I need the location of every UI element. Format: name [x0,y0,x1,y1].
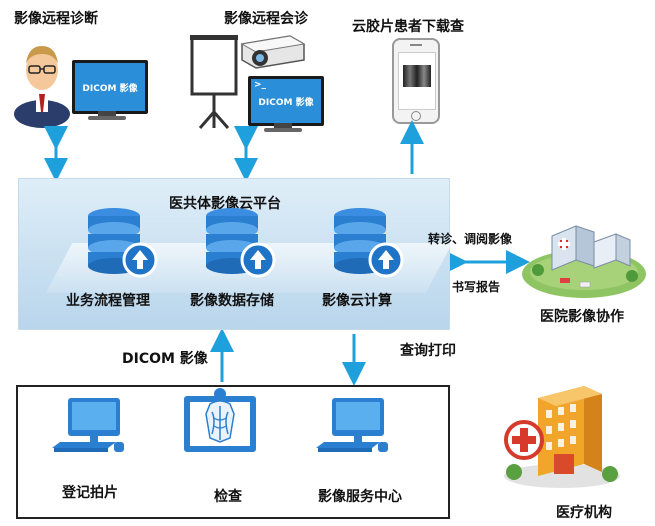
xray-scanner-icon [184,388,256,452]
monitor-1-text: DICOM 影像 [82,84,138,94]
monitor-1-stand [98,111,116,117]
monitor-2-stand [274,123,292,129]
cloud-film-title: 云胶片患者下载查 [352,19,464,35]
database-icon-2 [206,208,276,278]
projector-icon [240,35,306,69]
transfer-label: 转诊、调阅影像 [428,232,513,246]
phone-icon [392,38,440,124]
monitor-1: DICOM 影像 [72,60,148,114]
step-label-check: 检查 [214,489,242,505]
step-label-register: 登记拍片 [62,485,118,501]
projector-screen-icon [190,35,238,129]
computer-icon-service-center [316,398,388,452]
computer-icon-register [52,398,124,452]
remote-diagnosis-title: 影像远程诊断 [14,11,98,27]
phone-speaker [410,44,422,46]
monitor-2-base [264,128,302,132]
monitor-2-prompt: >_ [254,80,267,90]
platform-title: 医共体影像云平台 [169,196,281,212]
database-icon-3 [334,208,404,278]
hospital-campus-icon [522,225,646,298]
dicom-label: DICOM 影像 [122,351,208,367]
step-label-service-center: 影像服务中心 [318,489,402,505]
query-print-label: 查询打印 [400,343,456,359]
module-label-workflow: 业务流程管理 [66,293,150,309]
monitor-1-base [88,116,126,120]
xray-thumbnail [403,65,431,87]
monitor-2-text: DICOM 影像 [258,98,314,108]
phone-screen [398,52,436,110]
report-label: 书写报告 [452,280,501,294]
module-label-compute: 影像云计算 [322,293,392,309]
database-icon-1 [88,208,158,278]
remote-consult-title: 影像远程会诊 [224,11,308,27]
hospital-collab-label: 医院影像协作 [540,309,624,325]
medical-institution-label: 医疗机构 [556,505,612,521]
doctor-icon [14,46,70,128]
module-label-storage: 影像数据存储 [190,293,274,309]
medical-institution-icon [504,386,620,488]
monitor-2: >_ DICOM 影像 [248,76,324,126]
